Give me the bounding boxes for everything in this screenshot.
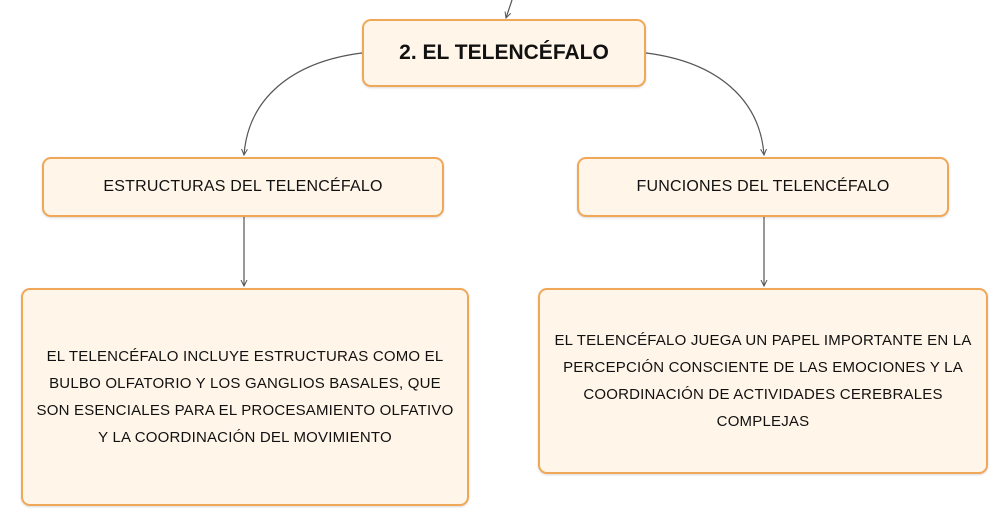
root-node-label: 2. EL TELENCÉFALO bbox=[399, 41, 609, 64]
node-funciones[interactable]: FUNCIONES DEL TELENCÉFALO bbox=[577, 157, 949, 217]
connector-root-to-functions bbox=[645, 52, 764, 155]
connector-root-to-structures bbox=[244, 52, 363, 155]
node-funciones-detail[interactable]: EL TELENCÉFALO JUEGA UN PAPEL IMPORTANTE… bbox=[538, 288, 988, 474]
node-estructuras-detail[interactable]: EL TELENCÉFALO INCLUYE ESTRUCTURAS COMO … bbox=[21, 288, 469, 506]
node-estructuras-detail-text: EL TELENCÉFALO INCLUYE ESTRUCTURAS COMO … bbox=[36, 348, 454, 446]
root-node-telencefalo[interactable]: 2. EL TELENCÉFALO bbox=[362, 19, 646, 87]
node-funciones-label: FUNCIONES DEL TELENCÉFALO bbox=[636, 178, 890, 195]
node-estructuras-label: ESTRUCTURAS DEL TELENCÉFALO bbox=[103, 178, 383, 195]
node-estructuras[interactable]: ESTRUCTURAS DEL TELENCÉFALO bbox=[42, 157, 444, 217]
connector-incoming-root bbox=[506, 0, 513, 18]
node-funciones-detail-text: EL TELENCÉFALO JUEGA UN PAPEL IMPORTANTE… bbox=[554, 332, 972, 430]
